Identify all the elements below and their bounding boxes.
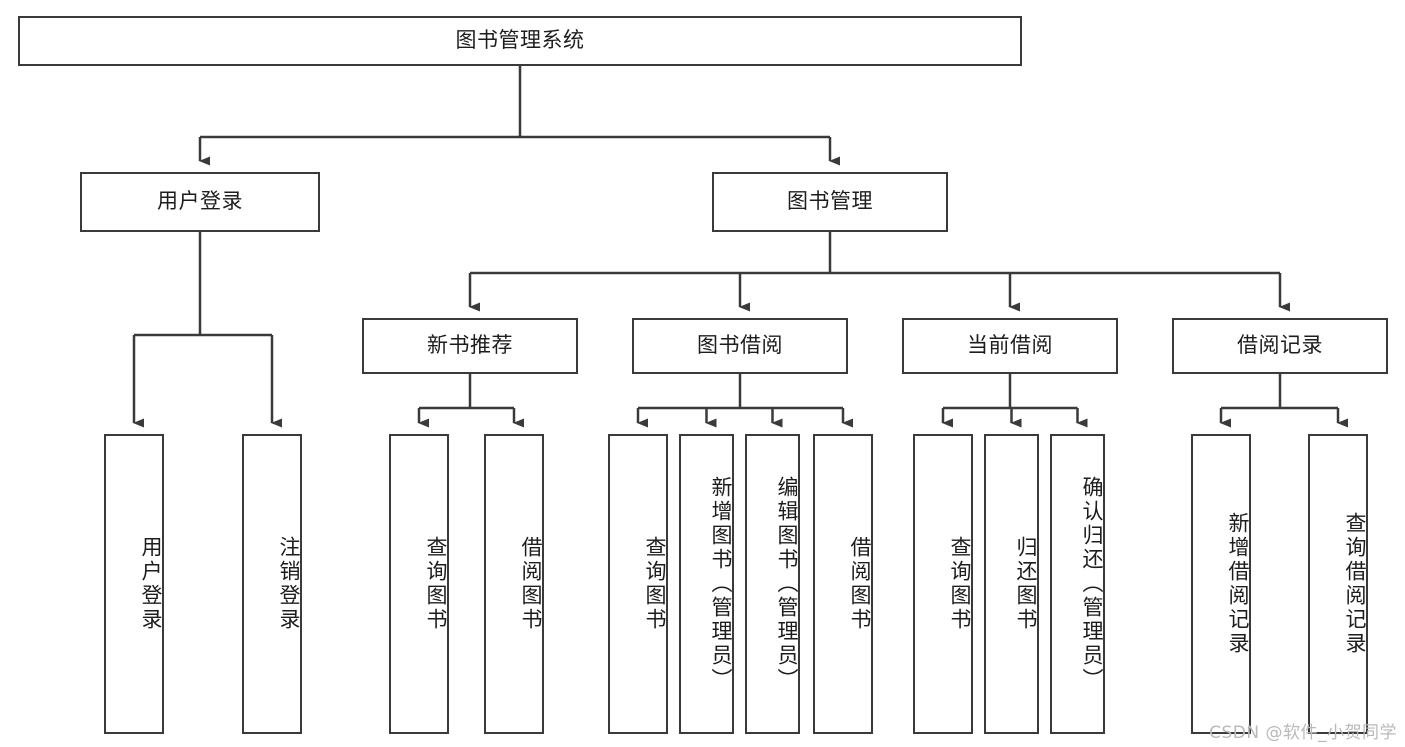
leaf-node-leaf-user-login[interactable]: 用户登录 (104, 434, 164, 734)
root-node-root[interactable]: 图书管理系统 (18, 16, 1022, 66)
node-label: 新书推荐 (427, 333, 513, 358)
csdn-watermark: CSDN @软件_小贺同学 (1209, 723, 1397, 743)
level1-node-user-login[interactable]: 用户登录 (80, 172, 320, 232)
leaf-node-leaf-query-book-1[interactable]: 查询图书 (389, 434, 449, 734)
node-label: 新增借阅记录 (1226, 512, 1250, 656)
node-label: 查询图书 (424, 536, 448, 632)
level2-node-book-borrow[interactable]: 图书借阅 (632, 318, 848, 374)
leaf-node-leaf-borrow-book-2[interactable]: 借阅图书 (813, 434, 873, 734)
level2-node-new-book-recommend[interactable]: 新书推荐 (362, 318, 578, 374)
node-label: 查询图书 (948, 536, 972, 632)
node-label: 借阅记录 (1237, 333, 1323, 358)
node-label: 确认归还（管理员） (1080, 476, 1104, 692)
node-label: 归还图书 (1014, 536, 1038, 632)
node-label: 图书管理 (787, 189, 873, 214)
node-label: 注销登录 (277, 536, 301, 632)
node-label: 编辑图书（管理员） (775, 476, 799, 692)
node-label: 图书管理系统 (455, 28, 585, 53)
level2-node-current-borrow[interactable]: 当前借阅 (902, 318, 1118, 374)
leaf-node-leaf-query-book-2[interactable]: 查询图书 (608, 434, 668, 734)
leaf-node-leaf-edit-book[interactable]: 编辑图书（管理员） (745, 434, 800, 734)
leaf-node-leaf-add-record[interactable]: 新增借阅记录 (1191, 434, 1251, 734)
node-label: 借阅图书 (519, 536, 543, 632)
leaf-node-leaf-logout[interactable]: 注销登录 (242, 434, 302, 734)
node-label: 查询图书 (643, 536, 667, 632)
node-label: 查询借阅记录 (1343, 512, 1367, 656)
node-label: 用户登录 (157, 189, 243, 214)
node-label: 图书借阅 (697, 333, 783, 358)
leaf-node-leaf-borrow-book-1[interactable]: 借阅图书 (484, 434, 544, 734)
leaf-node-leaf-confirm-return[interactable]: 确认归还（管理员） (1050, 434, 1105, 734)
leaf-node-leaf-add-book[interactable]: 新增图书（管理员） (679, 434, 734, 734)
node-label: 借阅图书 (848, 536, 872, 632)
node-label: 新增图书（管理员） (709, 476, 733, 692)
node-label: 用户登录 (139, 536, 163, 632)
leaf-node-leaf-query-book-3[interactable]: 查询图书 (913, 434, 973, 734)
level1-node-book-management[interactable]: 图书管理 (712, 172, 948, 232)
leaf-node-leaf-query-record[interactable]: 查询借阅记录 (1308, 434, 1368, 734)
level2-node-borrow-record[interactable]: 借阅记录 (1172, 318, 1388, 374)
leaf-node-leaf-return-book[interactable]: 归还图书 (984, 434, 1039, 734)
node-label: 当前借阅 (967, 333, 1053, 358)
